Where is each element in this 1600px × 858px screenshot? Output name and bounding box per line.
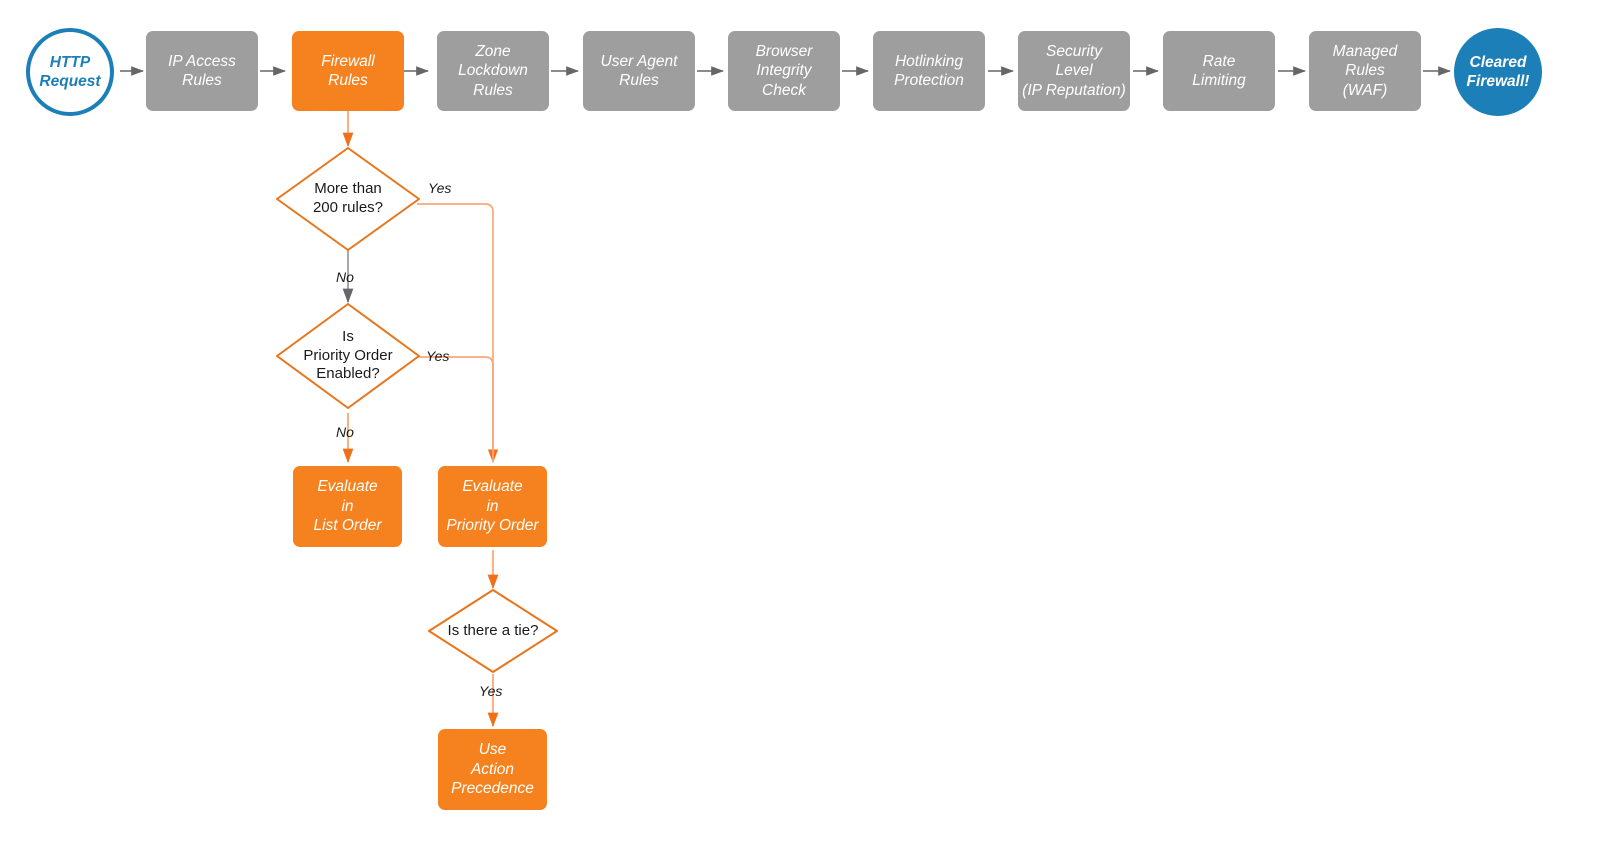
terminal-http-request[interactable] bbox=[26, 28, 114, 116]
stage-zone-lockdown-rules[interactable] bbox=[437, 31, 549, 111]
stage-rate-limiting[interactable] bbox=[1163, 31, 1275, 111]
decision-more-than-200-rules-shape[interactable] bbox=[276, 147, 420, 251]
edge-decision2-yes bbox=[417, 356, 494, 462]
stage-browser-integrity-check[interactable] bbox=[728, 31, 840, 111]
terminal-cleared-firewall[interactable] bbox=[1454, 28, 1542, 116]
decision-shapes bbox=[276, 147, 558, 673]
stage-firewall-rules[interactable] bbox=[292, 31, 404, 111]
decision-is-priority-order-enabled-shape[interactable] bbox=[276, 303, 420, 409]
stage-managed-rules-waf[interactable] bbox=[1309, 31, 1421, 111]
action-evaluate-in-priority-order[interactable] bbox=[438, 466, 547, 547]
stage-user-agent-rules[interactable] bbox=[583, 31, 695, 111]
stage-hotlinking-protection[interactable] bbox=[873, 31, 985, 111]
action-use-action-precedence[interactable] bbox=[438, 729, 547, 810]
stage-security-level[interactable] bbox=[1018, 31, 1130, 111]
edge-decision1-yes bbox=[417, 203, 499, 464]
action-evaluate-in-list-order[interactable] bbox=[293, 466, 402, 547]
stage-ip-access-rules[interactable] bbox=[146, 31, 258, 111]
decision-is-there-a-tie-shape[interactable] bbox=[428, 589, 558, 673]
